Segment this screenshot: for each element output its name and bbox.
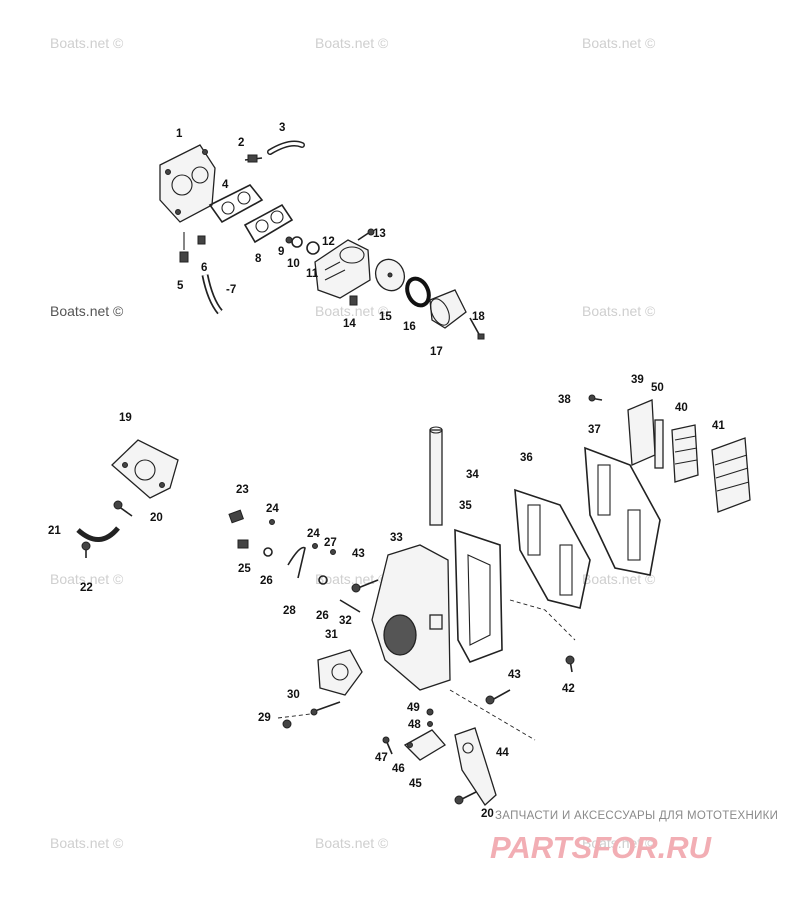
bracket-group	[76, 439, 179, 558]
watermark: Boats.net ©	[50, 571, 124, 587]
callout-9: 9	[278, 246, 284, 258]
callout-47: 47	[375, 752, 388, 764]
callout-39: 39	[631, 374, 644, 386]
watermark-dark: Boats.net ©	[50, 303, 124, 319]
callout-24a: 24	[266, 503, 279, 515]
watermark: Boats.net ©	[582, 835, 656, 851]
callout-41: 41	[712, 420, 725, 432]
watermark: Boats.net ©	[50, 35, 124, 51]
pump-assembly	[159, 140, 485, 340]
watermark: Boats.net ©	[315, 303, 389, 319]
footer-brand: ЗАПЧАСТИ И АКСЕССУАРЫ ДЛЯ МОТОТЕХНИКИ PA…	[490, 810, 778, 865]
watermark-layer: Boats.net © Boats.net © Boats.net © Boat…	[50, 35, 656, 851]
linkage-group	[228, 509, 363, 729]
callout-3: 3	[279, 122, 285, 134]
callout-27: 27	[324, 537, 337, 549]
callout-13: 13	[373, 228, 386, 240]
watermark: Boats.net ©	[50, 835, 124, 851]
callout-49: 49	[407, 702, 420, 714]
callout-16: 16	[403, 321, 416, 333]
callout-8: 8	[255, 253, 262, 265]
callout-7: -7	[226, 284, 236, 296]
callout-18: 18	[472, 311, 485, 323]
callout-30: 30	[287, 689, 300, 701]
callout-32: 32	[339, 615, 352, 627]
callout-33: 33	[390, 532, 403, 544]
callout-48: 48	[408, 719, 421, 731]
callout-44: 44	[496, 747, 509, 759]
callout-21: 21	[48, 525, 61, 537]
callout-29: 29	[258, 712, 271, 724]
watermark: Boats.net ©	[315, 835, 389, 851]
gasket	[208, 183, 264, 224]
callout-1: 1	[176, 128, 183, 140]
callout-50: 50	[651, 382, 664, 394]
callout-38: 38	[558, 394, 571, 406]
callout-20b: 20	[481, 808, 494, 820]
callout-26a: 26	[260, 575, 273, 587]
callout-6: 6	[201, 262, 207, 274]
callout-22: 22	[80, 582, 93, 594]
callout-2: 2	[238, 137, 244, 149]
callout-35: 35	[459, 500, 472, 512]
callout-26b: 26	[316, 610, 329, 622]
callout-45: 45	[409, 778, 422, 790]
callout-40: 40	[675, 402, 688, 414]
callout-5: 5	[177, 280, 184, 292]
watermark: Boats.net ©	[582, 303, 656, 319]
callout-25: 25	[238, 563, 251, 575]
brand-logo-text: PARTSFOR.RU	[490, 830, 713, 865]
callout-20: 20	[150, 512, 163, 524]
intake-group	[351, 394, 751, 741]
callout-labels: 1 2 3 4 5 6 -7 8 9 10 11 12 13 14 15 16 …	[48, 122, 725, 820]
callout-11: 11	[306, 268, 319, 280]
callout-28: 28	[283, 605, 296, 617]
callout-31: 31	[325, 629, 338, 641]
watermark: Boats.net ©	[582, 35, 656, 51]
callout-17: 17	[430, 346, 443, 358]
callout-37: 37	[588, 424, 601, 436]
callout-36: 36	[520, 452, 533, 464]
callout-12: 12	[322, 236, 335, 248]
callout-34: 34	[466, 469, 479, 481]
watermark: Boats.net ©	[582, 571, 656, 587]
promo-text: ЗАПЧАСТИ И АКСЕССУАРЫ ДЛЯ МОТОТЕХНИКИ	[495, 810, 778, 822]
callout-23: 23	[236, 484, 249, 496]
callout-15: 15	[379, 311, 392, 323]
callout-24b: 24	[307, 528, 320, 540]
watermark: Boats.net ©	[315, 35, 389, 51]
callout-14: 14	[343, 318, 356, 330]
callout-43a: 43	[352, 548, 365, 560]
lower-bracket-group	[382, 708, 497, 806]
callout-19: 19	[119, 412, 132, 424]
pump-body	[159, 144, 216, 223]
callout-10: 10	[287, 258, 300, 270]
callout-43b: 43	[508, 669, 521, 681]
callout-46: 46	[392, 763, 405, 775]
callout-42: 42	[562, 683, 575, 695]
callout-4: 4	[222, 179, 229, 191]
